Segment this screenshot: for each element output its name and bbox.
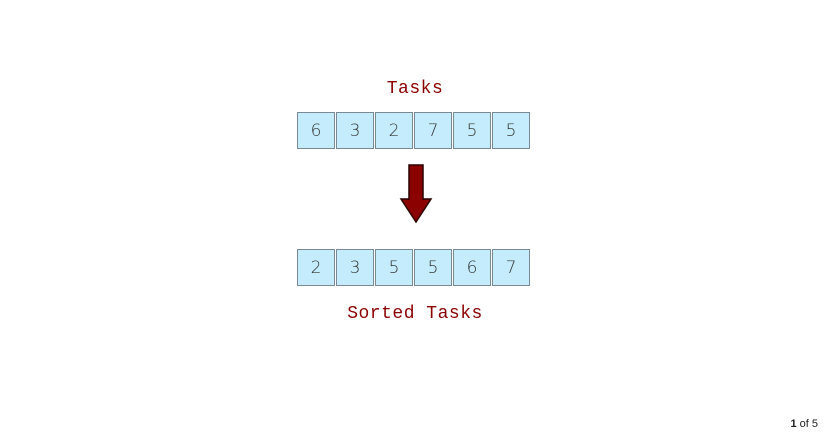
sorted-task-cell: 2 bbox=[297, 249, 335, 286]
sorted-tasks-array: 2 3 5 5 6 7 bbox=[297, 249, 530, 286]
total-pages: 5 bbox=[811, 418, 818, 430]
task-cell: 5 bbox=[453, 112, 491, 149]
page-separator: of bbox=[799, 418, 809, 430]
sorted-task-cell: 3 bbox=[336, 249, 374, 286]
sorted-task-cell: 5 bbox=[375, 249, 413, 286]
task-cell: 5 bbox=[492, 112, 530, 149]
task-cell: 6 bbox=[297, 112, 335, 149]
task-cell: 3 bbox=[336, 112, 374, 149]
sorted-task-cell: 7 bbox=[492, 249, 530, 286]
tasks-array: 6 3 2 7 5 5 bbox=[297, 112, 530, 149]
current-page: 1 bbox=[790, 418, 797, 430]
task-cell: 7 bbox=[414, 112, 452, 149]
sorted-tasks-title: Sorted Tasks bbox=[347, 304, 483, 324]
task-cell: 2 bbox=[375, 112, 413, 149]
down-arrow-icon bbox=[399, 164, 433, 224]
sorted-task-cell: 5 bbox=[414, 249, 452, 286]
sorted-task-cell: 6 bbox=[453, 249, 491, 286]
arrow-shape bbox=[399, 164, 433, 224]
page-indicator: 1 of 5 bbox=[790, 418, 818, 430]
tasks-title: Tasks bbox=[386, 79, 444, 99]
